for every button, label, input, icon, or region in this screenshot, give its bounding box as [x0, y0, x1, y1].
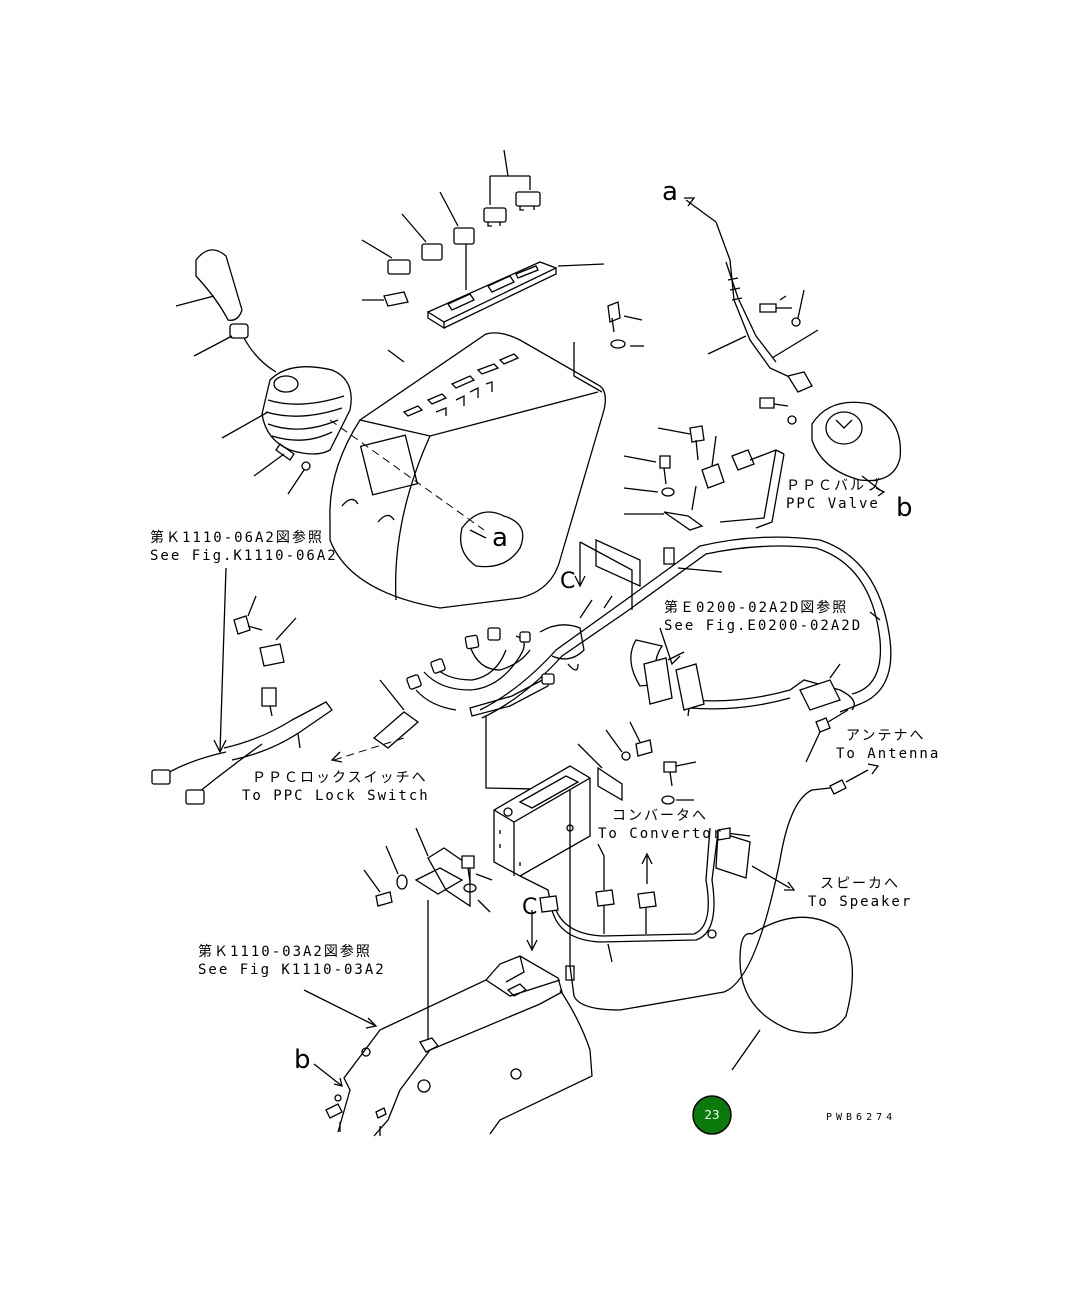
- ppc-lock-label-en: To PPC Lock Switch: [242, 788, 430, 804]
- reference-arrows: [330, 529, 681, 763]
- ppc-lock-harness: [151, 567, 333, 805]
- ref-a-console: a: [492, 523, 508, 553]
- relay-bracket: [623, 425, 785, 531]
- see-k1110-06-en: See Fig.K1110-06A2: [150, 548, 338, 564]
- ppc-valve-assembly: [684, 197, 902, 497]
- switch-keys: [361, 149, 541, 307]
- console-box: [329, 332, 606, 609]
- lever-assembly: [175, 249, 485, 531]
- ref-c-lower: C: [522, 895, 537, 920]
- page-badge: 23: [692, 1095, 732, 1135]
- antenna-label-en: To Antenna: [836, 746, 940, 762]
- radio-bracket: [493, 721, 697, 877]
- bottom-frame: [303, 910, 593, 1137]
- ref-a-top: a: [662, 177, 678, 207]
- drawing-code: PWB6274: [826, 1112, 896, 1123]
- antenna-label-jp: アンテナへ: [846, 728, 925, 744]
- see-k1110-03-en: See Fig K1110-03A2: [198, 962, 386, 978]
- ppc-valve-label-jp: ＰＰＣバルブ: [786, 477, 882, 494]
- lower-brackets: [363, 827, 493, 1040]
- switch-panel: [426, 261, 605, 330]
- bolts-upper: [573, 301, 644, 393]
- see-e0200-en: See Fig.E0200-02A2D: [664, 618, 862, 634]
- see-k1110-03-jp: 第Ｋ1110-03A2図参照: [198, 943, 372, 960]
- see-k1110-06-jp: 第Ｋ1110-06A2図参照: [150, 529, 324, 546]
- page-badge-number: 23: [704, 1108, 719, 1122]
- ppc-valve-label-en: PPC Valve: [786, 496, 880, 512]
- ppc-lock-label-jp: ＰＰＣロックスイッチへ: [252, 770, 428, 786]
- ref-c-upper: C: [560, 569, 575, 594]
- ref-b-valve: b: [896, 493, 913, 523]
- convertor-harness: [519, 763, 880, 1071]
- speaker-label-jp: スピーカへ: [820, 876, 900, 892]
- main-harness: [372, 536, 892, 791]
- speaker-label-en: To Speaker: [808, 894, 912, 910]
- convertor-label-en: To Convertor: [598, 826, 723, 842]
- see-e0200-jp: 第Ｅ0200-02A2D図参照: [664, 599, 848, 616]
- convertor-label-jp: コンバータへ: [612, 808, 708, 824]
- ref-b-bottom: b: [294, 1045, 311, 1075]
